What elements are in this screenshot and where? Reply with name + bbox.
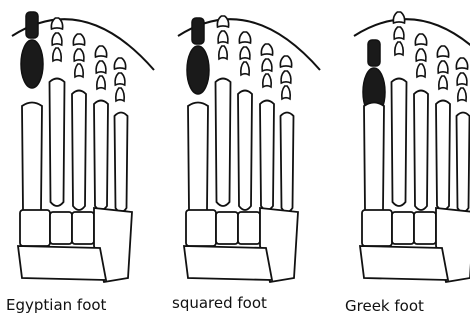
big-toe-distal-phalanx [192, 18, 204, 44]
toe-4-phalanx-2 [438, 61, 448, 73]
toe-5-phalanx-3 [458, 88, 466, 101]
metatarsal-1 [188, 103, 208, 215]
toe-2-phalanx-1 [393, 12, 404, 23]
toe-3-phalanx-2 [74, 49, 84, 61]
medial-cuneiform [362, 210, 392, 246]
metatarsal-1 [364, 103, 384, 215]
toe-4-phalanx-1 [95, 46, 106, 57]
toe-3-phalanx-3 [241, 62, 249, 75]
greek-foot-skeleton [354, 12, 470, 282]
metatarsal-4 [94, 101, 108, 211]
big-toe-proximal-phalanx [21, 40, 43, 88]
toe-3-phalanx-3 [75, 64, 83, 77]
intermediate-cuneiform [216, 212, 238, 244]
navicular [184, 246, 272, 280]
intermediate-cuneiform [392, 212, 414, 244]
toe-3-phalanx-1 [415, 34, 426, 45]
toe-4-phalanx-3 [97, 76, 105, 89]
toe-2-phalanx-3 [219, 46, 227, 59]
toe-3-phalanx-2 [240, 47, 250, 59]
toe-2-phalanx-1 [217, 16, 228, 27]
lateral-cuneiform [414, 212, 436, 244]
toe-2-phalanx-1 [51, 18, 62, 29]
toe-4-phalanx-3 [263, 74, 271, 87]
navicular [18, 246, 106, 280]
toe-2-phalanx-2 [394, 27, 404, 39]
big-toe-distal-phalanx [26, 12, 38, 38]
metatarsal-3 [414, 91, 428, 211]
egyptian-foot-caption: Egyptian foot [6, 296, 106, 314]
metatarsal-5 [115, 113, 128, 213]
medial-cuneiform [20, 210, 50, 246]
big-toe-proximal-phalanx [187, 46, 209, 94]
metatarsal-2 [216, 79, 231, 207]
squared-foot-caption: squared foot [172, 294, 267, 312]
metatarsal-4 [436, 101, 450, 211]
toe-5-phalanx-1 [114, 58, 125, 69]
metatarsal-5 [457, 113, 470, 213]
toe-5-phalanx-2 [457, 73, 467, 85]
toe-5-phalanx-2 [281, 71, 291, 83]
metatarsal-5 [281, 113, 294, 213]
toe-5-phalanx-2 [115, 73, 125, 85]
big-toe-distal-phalanx [368, 40, 380, 66]
toe-4-phalanx-1 [437, 46, 448, 57]
metatarsal-4 [260, 101, 274, 211]
toe-5-phalanx-1 [280, 56, 291, 67]
toe-2-phalanx-2 [218, 31, 228, 43]
toe-5-phalanx-3 [282, 86, 290, 99]
lateral-cuneiform [238, 212, 260, 244]
toe-3-phalanx-2 [416, 49, 426, 61]
metatarsal-3 [238, 91, 252, 211]
greek-foot-caption: Greek foot [345, 297, 424, 315]
toe-2-phalanx-3 [53, 48, 61, 61]
toe-2-phalanx-2 [52, 33, 62, 45]
toe-4-phalanx-2 [262, 59, 272, 71]
lateral-cuneiform [72, 212, 94, 244]
toe-3-phalanx-3 [417, 64, 425, 77]
navicular [360, 246, 448, 280]
toe-2-phalanx-3 [395, 42, 403, 55]
toe-4-phalanx-1 [261, 44, 272, 55]
intermediate-cuneiform [50, 212, 72, 244]
toe-5-phalanx-1 [456, 58, 467, 69]
toe-4-phalanx-3 [439, 76, 447, 89]
toe-3-phalanx-1 [239, 32, 250, 43]
toe-3-phalanx-1 [73, 34, 84, 45]
toe-5-phalanx-3 [116, 88, 124, 101]
toe-4-phalanx-2 [96, 61, 106, 73]
metatarsal-1 [22, 103, 42, 215]
metatarsal-2 [392, 79, 407, 207]
egyptian-foot-skeleton [12, 12, 154, 282]
squared-foot-skeleton [178, 16, 320, 282]
metatarsal-2 [50, 79, 65, 207]
metatarsal-3 [72, 91, 86, 211]
medial-cuneiform [186, 210, 216, 246]
